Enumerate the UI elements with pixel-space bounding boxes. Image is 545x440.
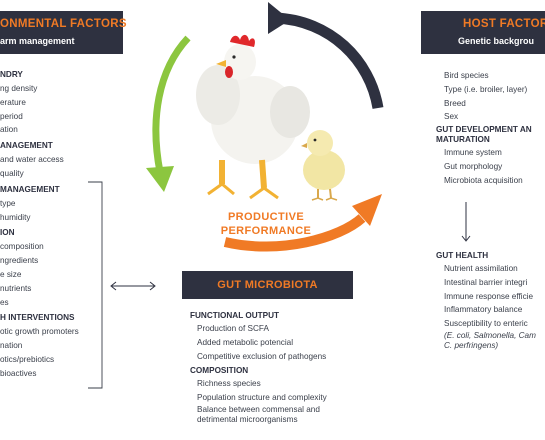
host-item: Breed [444,98,466,108]
host-heading-maturation: MATURATION [436,135,490,145]
performance-label: PERFORMANCE [220,225,312,237]
host-factors-header: HOST FACTORS Genetic backgrou [421,11,545,54]
orange-cycle-arrow-icon [223,214,366,252]
env-heading-litter-management: MANAGEMENT [0,184,60,194]
env-item: and water access [0,155,64,165]
orange-arrowhead-icon [352,194,382,226]
host-item: Gut morphology [444,161,503,171]
gut-microbiota-title: GUT MICROBIOTA [217,279,318,291]
gut-health-heading: GUT HEALTH [436,251,489,260]
functional-output-item: Competitive exclusion of pathogens [197,351,327,361]
navy-cycle-arrow-icon [274,12,384,110]
composition-item: Balance between commensal and [197,404,320,414]
env-item: e size [0,269,22,279]
host-item: Sex [444,112,459,122]
navy-arrowhead-icon [268,2,290,34]
cycle-illustration [146,2,384,252]
env-item: nutrients [0,283,32,293]
env-item: ngredients [0,256,39,266]
productive-performance-label: PRODUCTIVE PERFORMANCE [206,210,326,238]
gut-health-item: Susceptibility to enteric [444,319,528,329]
chick-icon [301,130,345,201]
gut-health-pathogens: (E. coli, Salmonella, Cam [444,330,536,340]
env-heading-interventions: H INTERVENTIONS [0,313,75,323]
env-bracket [88,181,103,389]
composition-heading: COMPOSITION [190,366,249,376]
env-item: period [0,111,23,121]
environmental-factors-subtitle: arm management [0,36,75,46]
env-item: es [0,297,9,307]
env-item: otics/prebiotics [0,354,55,364]
gut-health-item: Intestinal barrier integri [444,277,528,287]
host-heading-gut-development: GUT DEVELOPMENT AN [436,125,532,135]
env-item: otic growth promoters [0,327,79,337]
env-item: composition [0,242,44,252]
green-arrowhead-icon [146,166,174,192]
host-factors-title: HOST FACTORS [463,18,545,30]
env-item: ation [0,125,18,135]
down-arrow-icon [461,202,471,242]
hen-icon [196,34,310,200]
functional-output-heading: FUNCTIONAL OUTPUT [190,311,279,320]
gut-health-item: Inflammatory balance [444,305,523,315]
composition-item: Population structure and complexity [197,393,327,403]
env-item: erature [0,97,26,107]
host-item: Bird species [444,71,489,80]
host-factors-list: Bird species Type (i.e. broiler, layer) … [436,69,545,188]
functional-output-item: Production of SCFA [197,324,269,333]
gut-microbiota-header: GUT MICROBIOTA [182,271,353,299]
gut-health-item: Immune response efficie [444,291,534,301]
composition-item: detrimental microorganisms [197,414,298,424]
composition-item: Richness species [197,379,261,389]
env-item: ng density [0,84,38,93]
environmental-factors-list: NDRY ng density erature period ation ANA… [0,70,128,381]
host-item: Immune system [444,148,502,158]
gut-health-pathogens: C. perfringens) [444,340,499,350]
gut-microbiota-list: FUNCTIONAL OUTPUT Production of SCFA Add… [190,311,390,425]
gut-health-list: GUT HEALTH Nutrient assimilation Intesti… [436,251,545,351]
environmental-factors-header: ONMENTAL FACTORS arm management [0,11,127,54]
productive-label: PRODUCTIVE [227,211,305,223]
bidirectional-arrow-icon [110,281,156,291]
host-item: Type (i.e. broiler, layer) [444,84,528,94]
functional-output-item: Added metabolic potencial [197,337,294,347]
environmental-factors-title: ONMENTAL FACTORS [0,18,127,30]
env-heading-management: ANAGEMENT [0,141,53,151]
env-item: type [0,198,16,208]
green-cycle-arrow-icon [152,35,191,173]
env-item: quality [0,168,24,178]
host-item: Microbiota acquisition [444,175,523,185]
gut-health-item: Nutrient assimilation [444,264,518,273]
host-factors-subtitle: Genetic backgrou [458,36,535,46]
env-heading-husbandry: NDRY [0,70,23,79]
env-item: humidity [0,212,31,222]
env-item: nation [0,341,23,351]
env-heading-nutrition: ION [0,228,15,238]
env-item: bioactives [0,368,37,378]
